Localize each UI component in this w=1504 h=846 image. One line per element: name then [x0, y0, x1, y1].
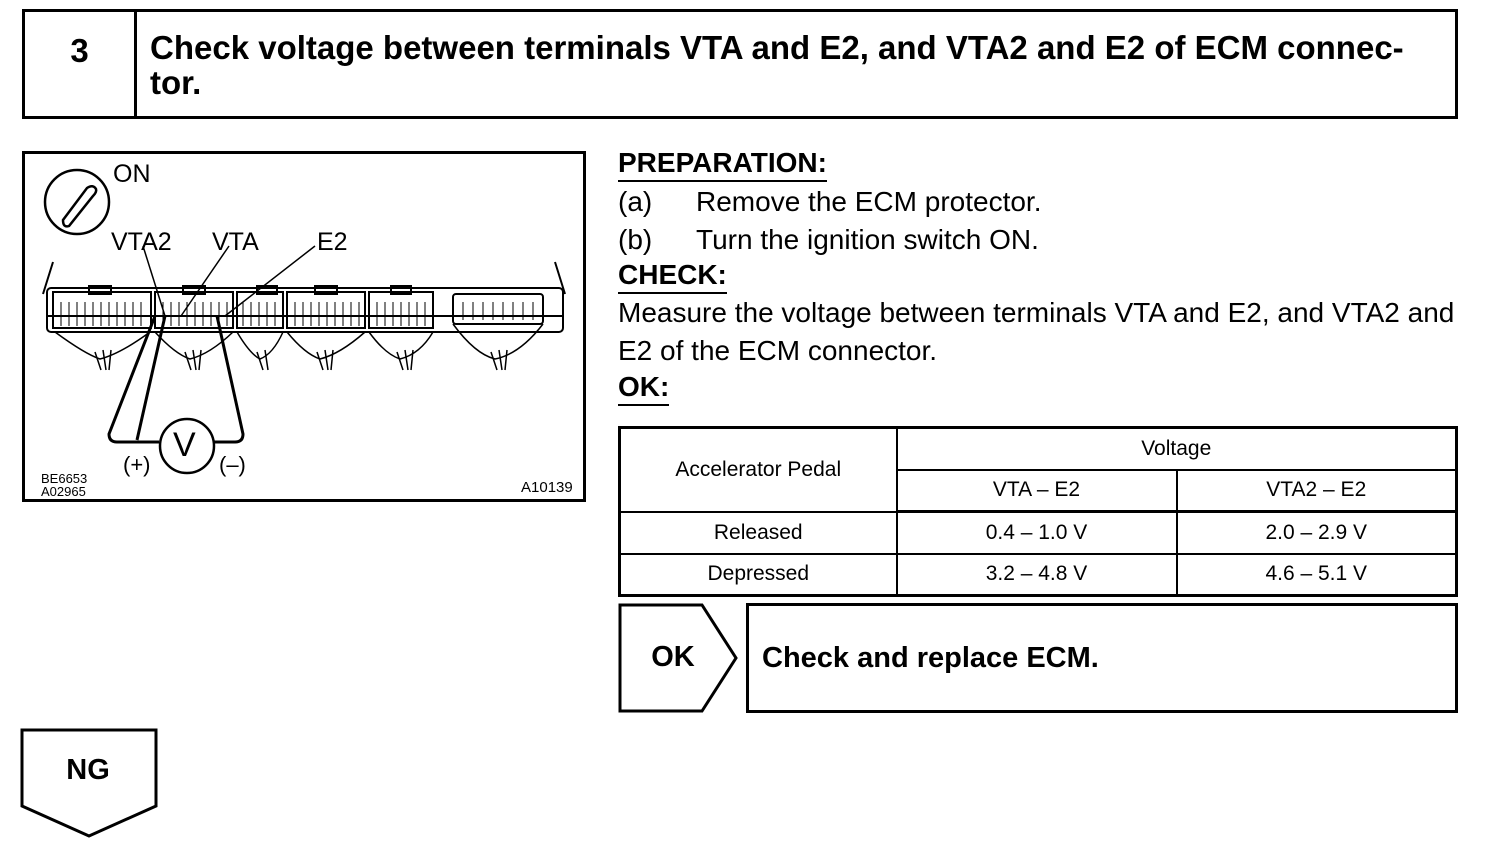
terminal-label-e2: E2: [317, 228, 348, 256]
terminal-label-vta2: VTA2: [111, 228, 172, 256]
preparation-step-letter: (b): [618, 224, 653, 255]
voltmeter-icon: [158, 417, 216, 475]
terminal-leader-lines: [142, 245, 316, 317]
sub-header-vta-e2: VTA – E2: [895, 468, 1178, 513]
check-text: Measure the voltage between terminals VT…: [618, 297, 1455, 366]
voltmeter-symbol: V: [173, 426, 196, 464]
sub-header-vta2-e2: VTA2 – E2: [1175, 468, 1458, 513]
ng-label: NG: [66, 754, 110, 786]
figure-code: A10139: [521, 479, 573, 496]
switch-on-label: ON: [113, 160, 151, 188]
cell-vta: 0.4 – 1.0 V: [895, 510, 1178, 555]
ecm-connector-diagram: ON VTA2 VTA E2 V (+) (–) BE6653 A02965 A…: [22, 151, 586, 502]
ok-action-box: Check and replace ECM.: [746, 603, 1458, 713]
ecm-connector-body: [42, 261, 566, 333]
step-number: 3: [25, 12, 137, 116]
preparation-step-letter: (a): [618, 186, 653, 217]
wire-harness: [54, 323, 544, 371]
cell-vta2: 2.0 – 2.9 V: [1175, 510, 1458, 555]
preparation-heading: PREPARATION:: [618, 146, 827, 182]
cell-pedal: Released: [618, 510, 898, 555]
ok-result-arrow: OK: [618, 603, 740, 713]
voltage-spec-table: Accelerator Pedal Voltage VTA – E2 VTA2 …: [618, 426, 1458, 597]
ref-code-2: A02965: [41, 484, 86, 499]
down-arrow-shape-icon: [20, 728, 158, 838]
check-heading: CHECK:: [618, 258, 727, 294]
col-header-pedal: Accelerator Pedal: [618, 426, 898, 513]
ignition-switch-icon: [43, 168, 111, 236]
connector-pins: [60, 302, 534, 326]
preparation-step: (b) Turn the ignition switch ON.: [618, 222, 1468, 258]
preparation-step-text: Turn the ignition switch ON.: [696, 224, 1039, 255]
cell-vta2: 4.6 – 5.1 V: [1175, 552, 1458, 597]
table-row: Depressed 3.2 – 4.8 V 4.6 – 5.1 V: [618, 552, 1458, 597]
instructions: PREPARATION: (a) Remove the ECM protecto…: [618, 146, 1468, 406]
probe-positive-label: (+): [123, 452, 151, 477]
preparation-step-text: Remove the ECM protector.: [696, 186, 1042, 217]
ok-heading: OK:: [618, 370, 670, 406]
probe-leads: [107, 315, 245, 444]
step-title: Check voltage between terminals VTA and …: [150, 29, 1404, 101]
col-header-voltage: Voltage: [895, 426, 1458, 471]
probe-negative-label: (–): [219, 452, 246, 477]
ref-code-1: BE6653: [41, 471, 88, 486]
table-row: Released 0.4 – 1.0 V 2.0 – 2.9 V: [618, 510, 1458, 555]
terminal-label-vta: VTA: [212, 228, 259, 256]
cell-vta: 3.2 – 4.8 V: [895, 552, 1178, 597]
preparation-step: (a) Remove the ECM protector.: [618, 184, 1468, 220]
ok-label: OK: [651, 641, 695, 673]
step-header: 3 Check voltage between terminals VTA an…: [22, 9, 1458, 119]
ng-result-arrow: NG: [20, 728, 160, 840]
cell-pedal: Depressed: [618, 552, 898, 597]
right-arrow-shape-icon: [618, 603, 738, 713]
connector-illustration: [42, 168, 566, 475]
